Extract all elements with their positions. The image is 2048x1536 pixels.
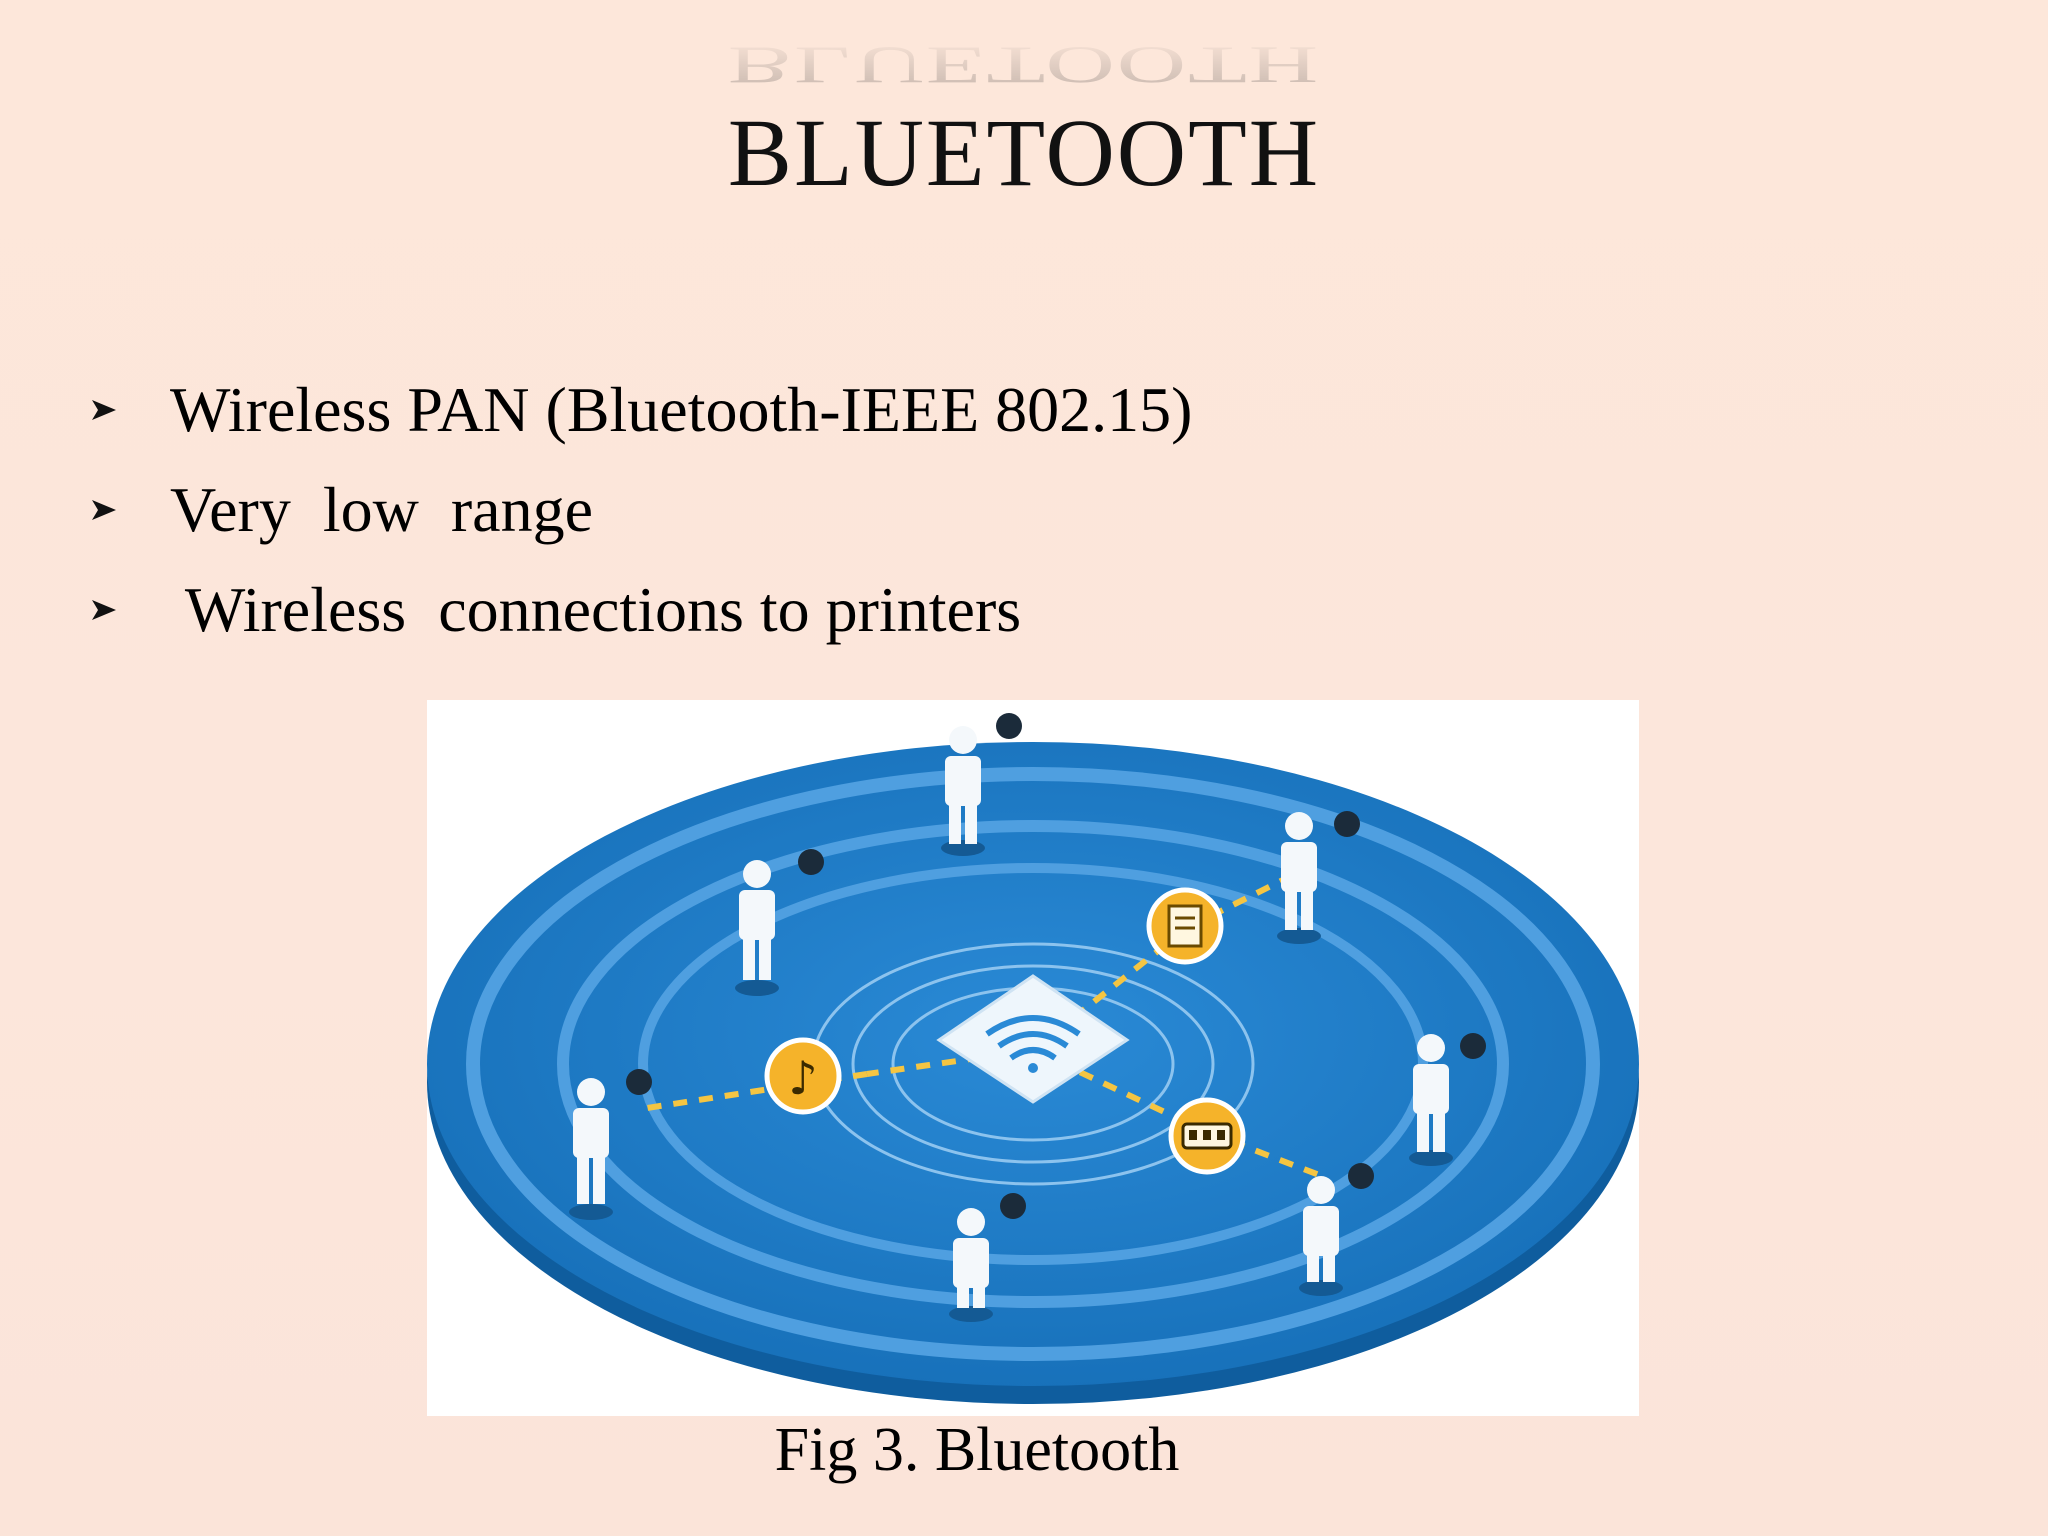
outer-ring (466, 767, 1600, 1361)
person-icon (1299, 1163, 1374, 1296)
bluetooth-network-svg: ♪ (427, 713, 1639, 1404)
person-icon (949, 1193, 1026, 1322)
arrowhead-bullet-icon (90, 396, 170, 424)
bullet-item: Wireless connections to printers (90, 560, 1192, 660)
bullet-item: Very low range (90, 460, 1192, 560)
person-icon (1277, 811, 1360, 944)
title-area: BLUETOOTH (0, 105, 2048, 201)
bullet-text: Wireless PAN (Bluetooth-IEEE 802.15) (170, 374, 1193, 445)
slide-title: BLUETOOTH (727, 99, 1321, 206)
figure-caption: Fig 3. Bluetooth (774, 1416, 1180, 1484)
ring (557, 820, 1509, 1308)
bluetooth-network-illustration: ♪ (427, 700, 1639, 1416)
central-hub-icon (936, 974, 1130, 1104)
slide-title-reflection: BLUETOOTH (727, 36, 1321, 95)
inner-ring (851, 964, 1215, 1164)
svg-text:♪: ♪ (788, 1051, 817, 1105)
person-icon (569, 1069, 652, 1220)
bullet-list: Wireless PAN (Bluetooth-IEEE 802.15) Ver… (90, 360, 1192, 660)
bullet-text: Very low range (170, 474, 593, 545)
arrowhead-bullet-icon (90, 496, 170, 524)
person-figures (569, 713, 1486, 1322)
arrowhead-bullet-icon (90, 596, 170, 624)
music-note-icon: ♪ (764, 1037, 842, 1115)
keyboard-icon (1168, 1097, 1246, 1175)
document-icon (1146, 887, 1224, 965)
person-icon (735, 849, 824, 996)
bullet-item: Wireless PAN (Bluetooth-IEEE 802.15) (90, 360, 1192, 460)
bullet-text: Wireless connections to printers (170, 574, 1022, 645)
person-icon (941, 713, 1022, 856)
person-icon (1409, 1033, 1486, 1166)
